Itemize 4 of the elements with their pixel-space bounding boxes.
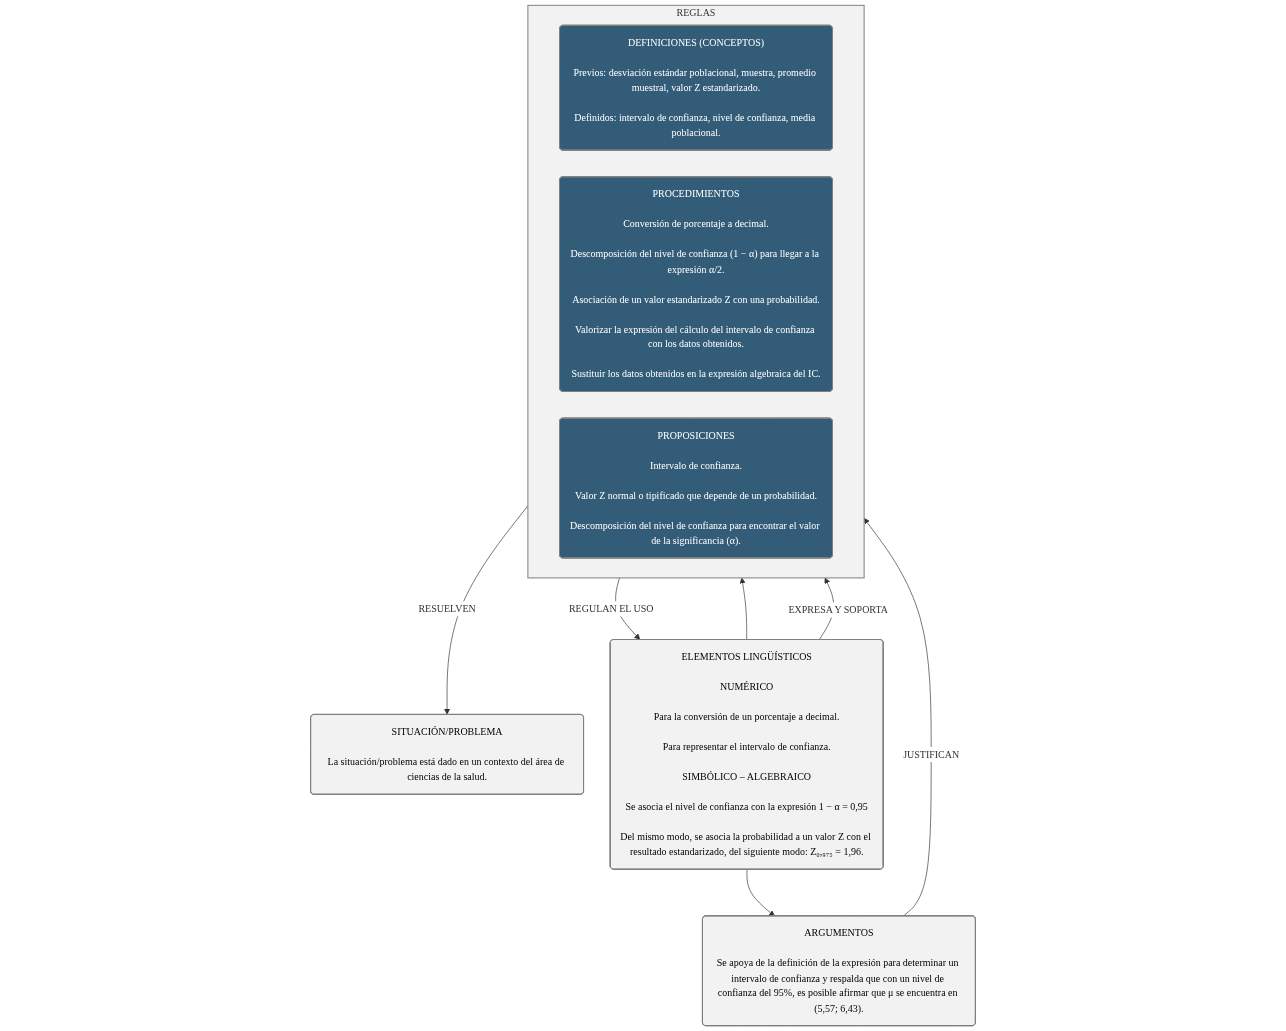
edge-label: JUSTIFICAN bbox=[903, 748, 960, 760]
edge-label: EXPRESA Y SOPORTA bbox=[788, 604, 888, 615]
edge-label: REGULAN EL USO bbox=[568, 603, 654, 614]
edge-label: RESUELVEN bbox=[418, 603, 476, 614]
